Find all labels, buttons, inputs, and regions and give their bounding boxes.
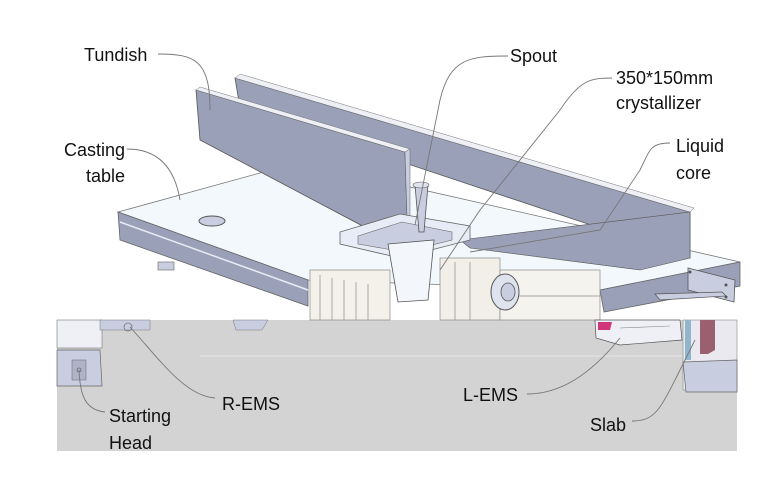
tundish xyxy=(195,73,695,271)
label-crystallizer-line1: 350*150mm xyxy=(616,68,714,88)
leader-slab xyxy=(631,339,696,422)
table-front-left xyxy=(117,211,309,307)
label-liquid-core-line1: Liquid xyxy=(676,136,725,156)
leader-tundish xyxy=(157,53,211,111)
slab xyxy=(682,319,738,393)
label-starting-head-line1: Starting xyxy=(109,406,172,426)
label-l-ems: L-EMS xyxy=(463,385,519,405)
fan xyxy=(490,273,520,311)
label-slab: Slab xyxy=(590,415,627,435)
leader-crystallizer xyxy=(439,77,613,271)
crystallizer-mold xyxy=(387,239,435,303)
crystallizer xyxy=(339,181,471,303)
leader-r-ems xyxy=(129,326,216,399)
table-hole xyxy=(198,215,226,227)
leader-spout xyxy=(414,55,509,226)
label-r-ems: R-EMS xyxy=(222,394,280,414)
label-crystallizer-line2: crystallizer xyxy=(616,93,702,113)
leader-liquid-core xyxy=(469,142,671,253)
label-casting-table-line2: table xyxy=(85,166,125,186)
table-foot xyxy=(157,261,175,271)
label-tundish: Tundish xyxy=(84,45,148,65)
label-liquid-core-line2: core xyxy=(676,163,712,183)
leader-l-ems xyxy=(526,337,621,395)
label-casting-table-line1: Casting xyxy=(63,140,125,160)
leader-lines xyxy=(78,53,696,422)
l-ems-unit xyxy=(594,319,683,346)
starting-head xyxy=(56,319,103,387)
r-ems-unit xyxy=(99,319,269,332)
leader-starting-head xyxy=(78,369,106,413)
label-spout: Spout xyxy=(510,46,558,66)
leader-casting-table xyxy=(126,148,181,201)
support-bracket xyxy=(654,267,736,303)
label-starting-head-line2: Head xyxy=(109,433,153,453)
